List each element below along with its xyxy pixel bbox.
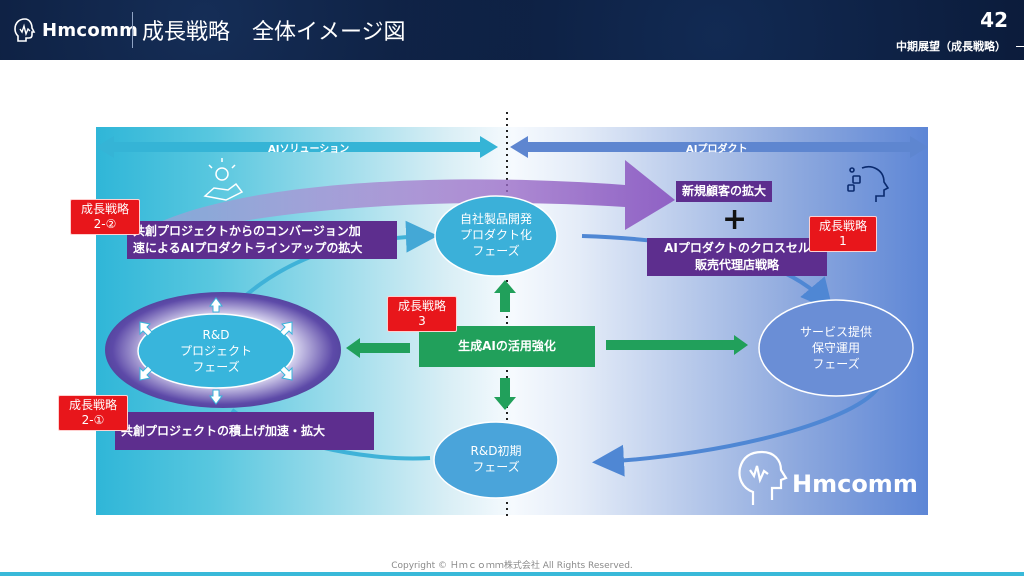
- logo-text: Hmcomm: [42, 19, 139, 41]
- rnd-phase-line3: フェーズ: [192, 360, 240, 374]
- strategy-tag-2-2: 成長戦略 2-②: [70, 199, 140, 235]
- logo: Hmcomm: [12, 16, 138, 44]
- cross-sell-box: AIプロダクトのクロスセル 販売代理店戦略: [647, 238, 827, 276]
- product-phase-line3: フェーズ: [472, 244, 520, 258]
- rnd-phase-text: R&D プロジェクト フェーズ: [166, 327, 266, 375]
- strategy-tag-3: 成長戦略 3: [387, 296, 457, 332]
- ai-solution-label: AIソリューション: [268, 144, 350, 155]
- rnd-ellipse-inner: [137, 313, 295, 389]
- section-name: 中期展望（成長戦略）: [896, 40, 1006, 53]
- early-phase-line1: R&D初期: [470, 444, 522, 458]
- cross-sell-line1: AIプロダクトのクロスセル: [664, 241, 810, 255]
- footer-bar: [0, 572, 1024, 576]
- rnd-expand-arrows: [139, 297, 293, 405]
- strategy-tag-1-num: 1: [839, 234, 847, 248]
- new-customers-box: 新規顧客の拡大: [676, 181, 773, 202]
- strategy-tag-2-2-num: 2-②: [93, 217, 117, 231]
- watermark-head-icon: [738, 450, 788, 505]
- service-phase-line1: サービス提供: [799, 325, 872, 339]
- strategy-tag-1-label: 成長戦略: [818, 219, 867, 233]
- rnd-phase-line1: R&D: [202, 328, 230, 342]
- cycle-line-service-to-early: [592, 383, 882, 477]
- product-phase-text: 自社製品開発 プロダクト化 フェーズ: [446, 211, 546, 259]
- strategy-tag-2-1-num: 2-①: [81, 413, 105, 427]
- service-ellipse: [758, 299, 914, 397]
- strategy-tag-3-label: 成長戦略: [397, 299, 446, 313]
- service-phase-line3: フェーズ: [812, 357, 860, 371]
- product-phase-line2: プロダクト化: [459, 228, 532, 242]
- ai-solution-band: [96, 136, 498, 158]
- strategy-tag-3-num: 3: [418, 314, 426, 328]
- ai-product-band: [510, 136, 928, 158]
- strategy-tag-2-1: 成長戦略 2-①: [58, 395, 128, 431]
- header-rule: [1016, 46, 1024, 47]
- cross-sell-line2: 販売代理店戦略: [694, 258, 779, 272]
- early-ellipse: [433, 421, 559, 499]
- conversion-line2: 速によるAIプロダクトラインアップの拡大: [133, 241, 363, 255]
- product-phase-line1: 自社製品開発: [459, 212, 532, 226]
- header-divider: [132, 12, 133, 48]
- copyright: Copyright © Ｈｍｃｏｍｍ株式会社 All Rights Reserv…: [391, 561, 633, 571]
- genai-box: 生成AIの活用強化: [419, 326, 595, 367]
- early-phase-line2: フェーズ: [472, 460, 520, 474]
- strategy-tag-1: 成長戦略 1: [809, 216, 877, 252]
- product-ellipse: [434, 195, 558, 277]
- service-phase-line2: 保守運用: [811, 341, 860, 355]
- ai-head-icon: [847, 166, 890, 202]
- conversion-line1: 共創プロジェクトからのコンバージョン加: [133, 224, 361, 238]
- rnd-phase-line2: プロジェクト: [179, 344, 252, 358]
- page-number: 42: [980, 8, 1008, 32]
- lightbulb-hand-icon: [203, 158, 244, 201]
- strategy-tag-2-2-label: 成長戦略: [80, 202, 129, 216]
- accumulate-box: 共創プロジェクトの積上げ加速・拡大: [115, 412, 374, 450]
- ai-product-label: AIプロダクト: [686, 144, 748, 155]
- page-title: 成長戦略 全体イメージ図: [142, 20, 406, 45]
- green-arrows: [346, 280, 748, 410]
- strategy-tag-2-1-label: 成長戦略: [68, 398, 117, 412]
- conversion-arc-arrow: [140, 160, 675, 244]
- head-logo-icon: [14, 18, 36, 42]
- watermark-text: Hmcomm: [792, 470, 918, 498]
- plus-sign: +: [722, 202, 748, 237]
- early-phase-text: R&D初期 フェーズ: [446, 443, 546, 475]
- service-phase-text: サービス提供 保守運用 フェーズ: [786, 324, 886, 372]
- conversion-box: 共創プロジェクトからのコンバージョン加 速によるAIプロダクトラインアップの拡大: [127, 221, 397, 259]
- header-bar: Hmcomm 成長戦略 全体イメージ図 42 中期展望（成長戦略）: [0, 0, 1024, 60]
